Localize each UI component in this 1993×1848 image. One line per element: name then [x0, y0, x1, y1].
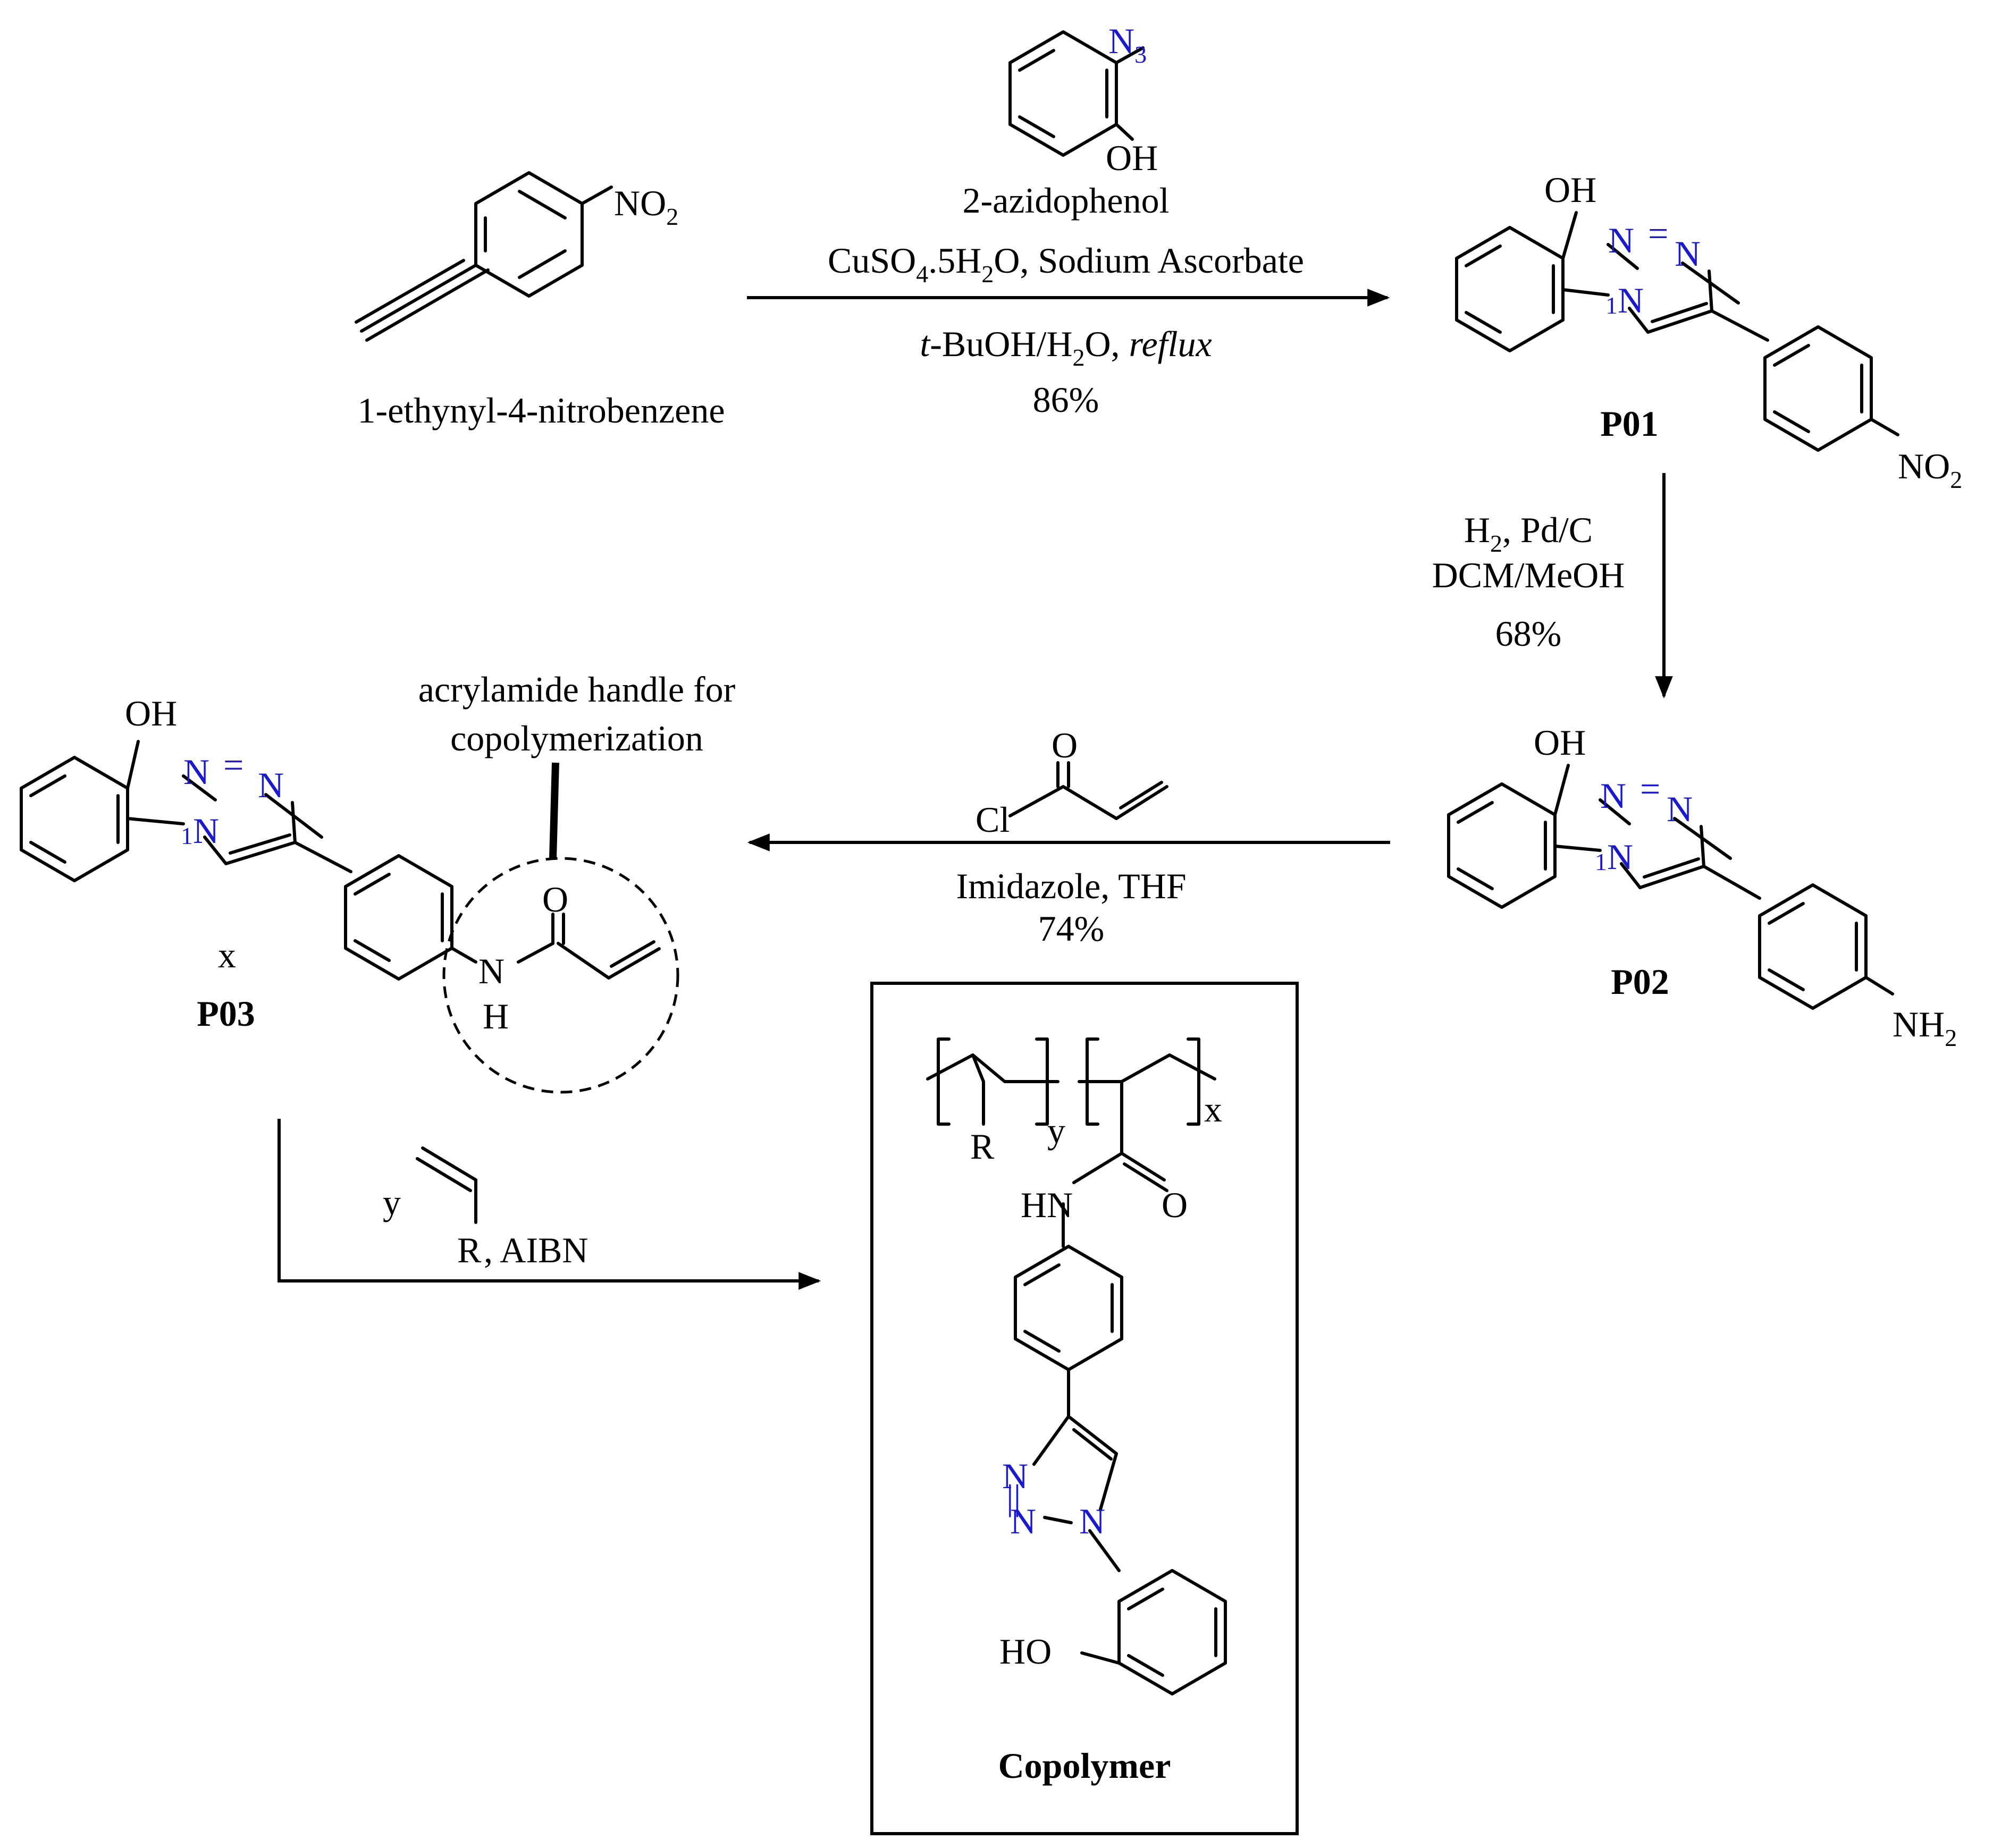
p03-carbonyl-o-label: O	[542, 879, 568, 919]
p02-n1-label: 1N	[1595, 837, 1633, 877]
p03-n2-label: N	[183, 752, 209, 792]
acyl-cl-label: Cl	[976, 799, 1010, 840]
copolymer-structure: R y x HN O N || N N HO	[926, 1037, 1227, 1695]
p02-label: P02	[1611, 961, 1669, 1002]
step4-aibn: , AIBN	[484, 1230, 588, 1270]
p03-amide-n-label: N	[478, 951, 504, 991]
copolymer-r-label: R	[970, 1126, 995, 1167]
p03-label: P03	[197, 993, 255, 1034]
azidophenol-name: 2-azidophenol	[963, 180, 1170, 221]
step1-solvent: t-BuOH/H2O, reflux	[920, 324, 1212, 371]
copolymer-box	[870, 982, 1299, 1835]
p02-structure: OH 1N N = N NH2	[1447, 722, 1957, 1051]
copolymer-y-label: y	[1047, 1110, 1065, 1151]
p03-eq-label: =	[223, 745, 243, 785]
copolymer-hn-label: HN	[1021, 1185, 1073, 1225]
p03-structure: OH 1N N = N O N H x	[20, 693, 661, 1036]
p02-eq-label: =	[1640, 769, 1660, 809]
start-material-name: 1-ethynyl-4-nitrobenzene	[357, 390, 725, 431]
copolymer-ho-label: HO	[999, 1631, 1052, 1672]
step3-reagents: Imidazole, THF	[956, 866, 1186, 906]
p01-eq-label: =	[1648, 213, 1668, 254]
p03-amide-h-label: H	[483, 996, 509, 1036]
p03-n1-label: 1N	[181, 811, 219, 851]
azide-label: N3	[1108, 21, 1147, 68]
azidophenol-structure: N3 OH	[1008, 21, 1158, 178]
vinyl-monomer-structure: y R , AIBN	[383, 1146, 588, 1270]
step2-yield: 68%	[1495, 613, 1562, 654]
acryloyl-chloride-structure: O Cl	[976, 725, 1168, 840]
copolymer-x-label: x	[1204, 1089, 1222, 1129]
acrylamide-highlight-circle	[442, 857, 679, 1094]
acyl-o-label: O	[1052, 725, 1078, 765]
p01-label: P01	[1600, 403, 1659, 444]
step2-solvent: DCM/MeOH	[1432, 555, 1625, 595]
step1-yield: 86%	[1033, 379, 1099, 420]
copolymer-n3-label: N	[1002, 1456, 1028, 1496]
annotation-line2: copolymerization	[450, 718, 703, 758]
step3-yield: 74%	[1038, 908, 1105, 949]
p02-n3-label: N	[1667, 789, 1693, 829]
p02-n2-label: N	[1600, 775, 1626, 816]
monomer-r-label: R	[457, 1230, 482, 1270]
p01-nitro-label: NO2	[1898, 446, 1962, 493]
p03-x-label: x	[218, 935, 236, 975]
copolymer-label: Copolymer	[998, 1745, 1171, 1786]
p02-amine-label: NH2	[1893, 1004, 1957, 1051]
copolymer-o-label: O	[1162, 1185, 1188, 1225]
step1-catalyst: CuSO4.5H2O, Sodium Ascorbate	[828, 240, 1304, 288]
p01-structure: OH 1N N = N NO2	[1455, 170, 1962, 493]
p02-oh-label: OH	[1534, 722, 1586, 763]
p01-n1-label: 1N	[1605, 280, 1644, 320]
phenol-oh-label: OH	[1106, 138, 1158, 178]
annotation-pointer	[549, 762, 559, 859]
copolymer-n2-label: N	[1010, 1501, 1036, 1541]
p01-n3-label: N	[1675, 233, 1701, 274]
copolymer-eq-label: ||	[1006, 1477, 1021, 1517]
annotation-line1: acrylamide handle for	[418, 669, 736, 710]
step4-arrow	[277, 1119, 821, 1290]
nitrophenylacetylene-structure: NO2	[355, 171, 678, 342]
p03-oh-label: OH	[125, 693, 177, 733]
copolymer-n1-label: N	[1079, 1501, 1105, 1541]
p01-oh-label: OH	[1544, 170, 1596, 210]
monomer-y-label: y	[383, 1182, 401, 1222]
p01-n2-label: N	[1608, 220, 1634, 260]
nitro-label: NO2	[614, 183, 678, 230]
step2-reagents: H2, Pd/C	[1464, 510, 1593, 557]
p03-n3-label: N	[258, 765, 284, 805]
